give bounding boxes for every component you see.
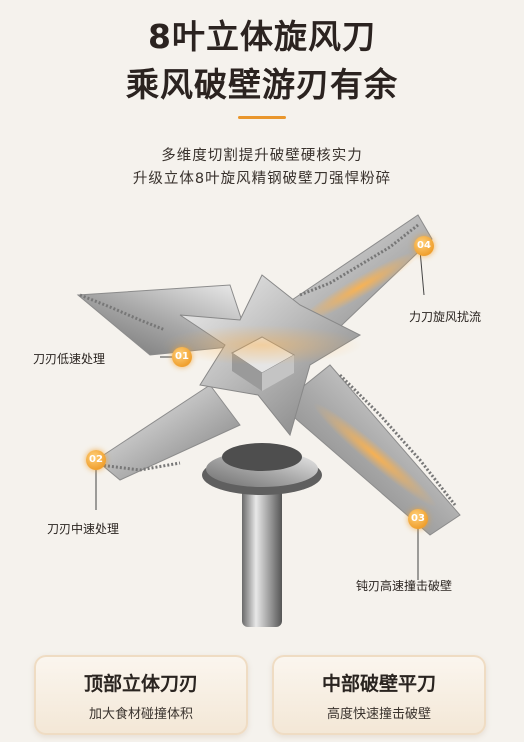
card-title: 中部破壁平刀: [321, 673, 436, 695]
card-subtitle: 高度快速撞击破壁: [326, 707, 431, 722]
title-divider: [238, 116, 286, 119]
subtitle-line2: 升级立体8叶旋风精钢破壁刀强悍粉碎: [132, 171, 392, 187]
callout-label-04: 力刀旋风扰流: [409, 310, 482, 324]
card-subtitle: 加大食材碰撞体积: [88, 707, 193, 722]
callout-badge-04: 04: [414, 236, 434, 256]
callout-badge-03: 03: [408, 509, 428, 529]
blade-illustration: 04 01 02 03 力刀旋风扰流 刀刃低速处理 刀刃中速处理 钝刃高速撞击破…: [0, 195, 524, 640]
feature-card-flat-blade: 中部破壁平刀 高度快速撞击破壁: [272, 655, 486, 735]
subtitle-line1: 多维度切割提升破壁硬核实力: [161, 148, 363, 164]
callout-badge-01: 01: [172, 347, 192, 367]
blade-image: [76, 214, 461, 627]
card-title: 顶部立体刀刃: [83, 673, 198, 695]
callout-label-01: 刀刃低速处理: [33, 352, 106, 366]
callout-badge-02: 02: [86, 450, 106, 470]
page-title-line2: 乘风破壁游刃有余: [126, 65, 398, 104]
feature-card-top-blade: 顶部立体刀刃 加大食材碰撞体积: [34, 655, 248, 735]
page-title: 8叶立体旋风刀: [148, 17, 376, 56]
callout-label-03: 钝刃高速撞击破壁: [356, 579, 453, 593]
callout-label-02: 刀刃中速处理: [47, 522, 120, 536]
